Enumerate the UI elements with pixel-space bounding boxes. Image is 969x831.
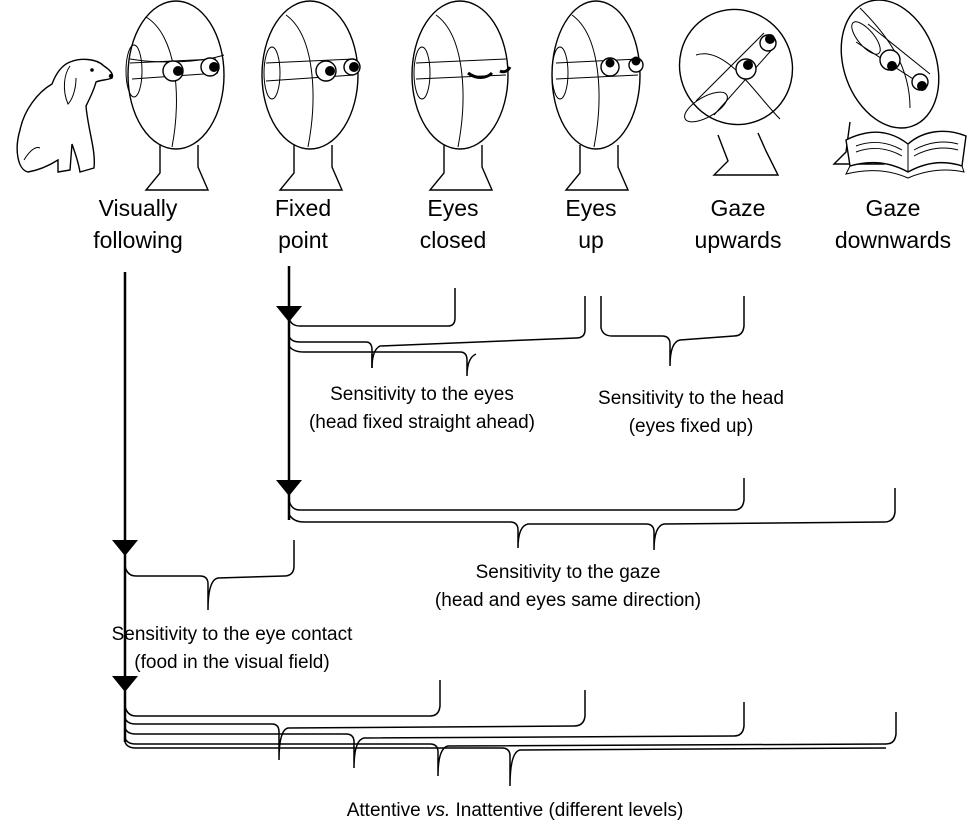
label-eye-contact-line2: (food in the visual field): [134, 652, 329, 673]
label-gaze-line2: (head and eyes same direction): [435, 590, 701, 611]
bracket-eye-contact: [125, 540, 294, 610]
condition-label-line2: closed: [420, 227, 486, 253]
bracket-head: [601, 296, 744, 366]
condition-label-line1: Eyes: [565, 195, 616, 221]
condition-label-line2: up: [578, 227, 604, 253]
condition-label-line2: downwards: [835, 227, 951, 253]
condition-label-line1: Gaze: [866, 195, 921, 221]
head-icon: [126, 1, 224, 190]
condition-label-line2: following: [93, 227, 183, 253]
label-attentive-suffix: Inattentive (different levels): [450, 800, 683, 821]
label-eye-contact-line1: Sensitivity to the eye contact: [112, 624, 354, 645]
label-eyes-line2: (head fixed straight ahead): [309, 412, 535, 433]
head-icon: [552, 1, 643, 190]
book-icon: [846, 131, 966, 178]
label-gaze-line1: Sensitivity to the gaze: [476, 562, 661, 583]
condition-label-line2: point: [278, 227, 328, 253]
condition-label-line1: Eyes: [427, 195, 478, 221]
label-attentive-italic: vs.: [426, 800, 450, 821]
label-attentive: Attentive vs. Inattentive (different lev…: [347, 800, 684, 821]
label-head-line1: Sensitivity to the head: [598, 388, 784, 409]
condition-labels: Visually following Fixed point Eyes clos…: [93, 195, 951, 253]
condition-label-line1: Visually: [99, 195, 178, 221]
head-icon: [412, 1, 510, 190]
bracket-eyes: [289, 288, 585, 376]
bracket-gaze: [289, 478, 895, 550]
dog-icon: [17, 59, 113, 172]
condition-label-line2: upwards: [695, 227, 782, 253]
head-icon: [659, 0, 814, 175]
comparison-labels: Sensitivity to the eyes (head fixed stra…: [112, 384, 784, 821]
label-attentive-prefix: Attentive: [347, 800, 426, 821]
label-eyes-line1: Sensitivity to the eyes: [330, 384, 514, 405]
label-head-line2: (eyes fixed up): [629, 416, 754, 437]
condition-label-line1: Fixed: [275, 195, 331, 221]
head-icon: [262, 1, 360, 190]
condition-label-line1: Gaze: [711, 195, 766, 221]
bracket-attentive: [125, 680, 896, 786]
